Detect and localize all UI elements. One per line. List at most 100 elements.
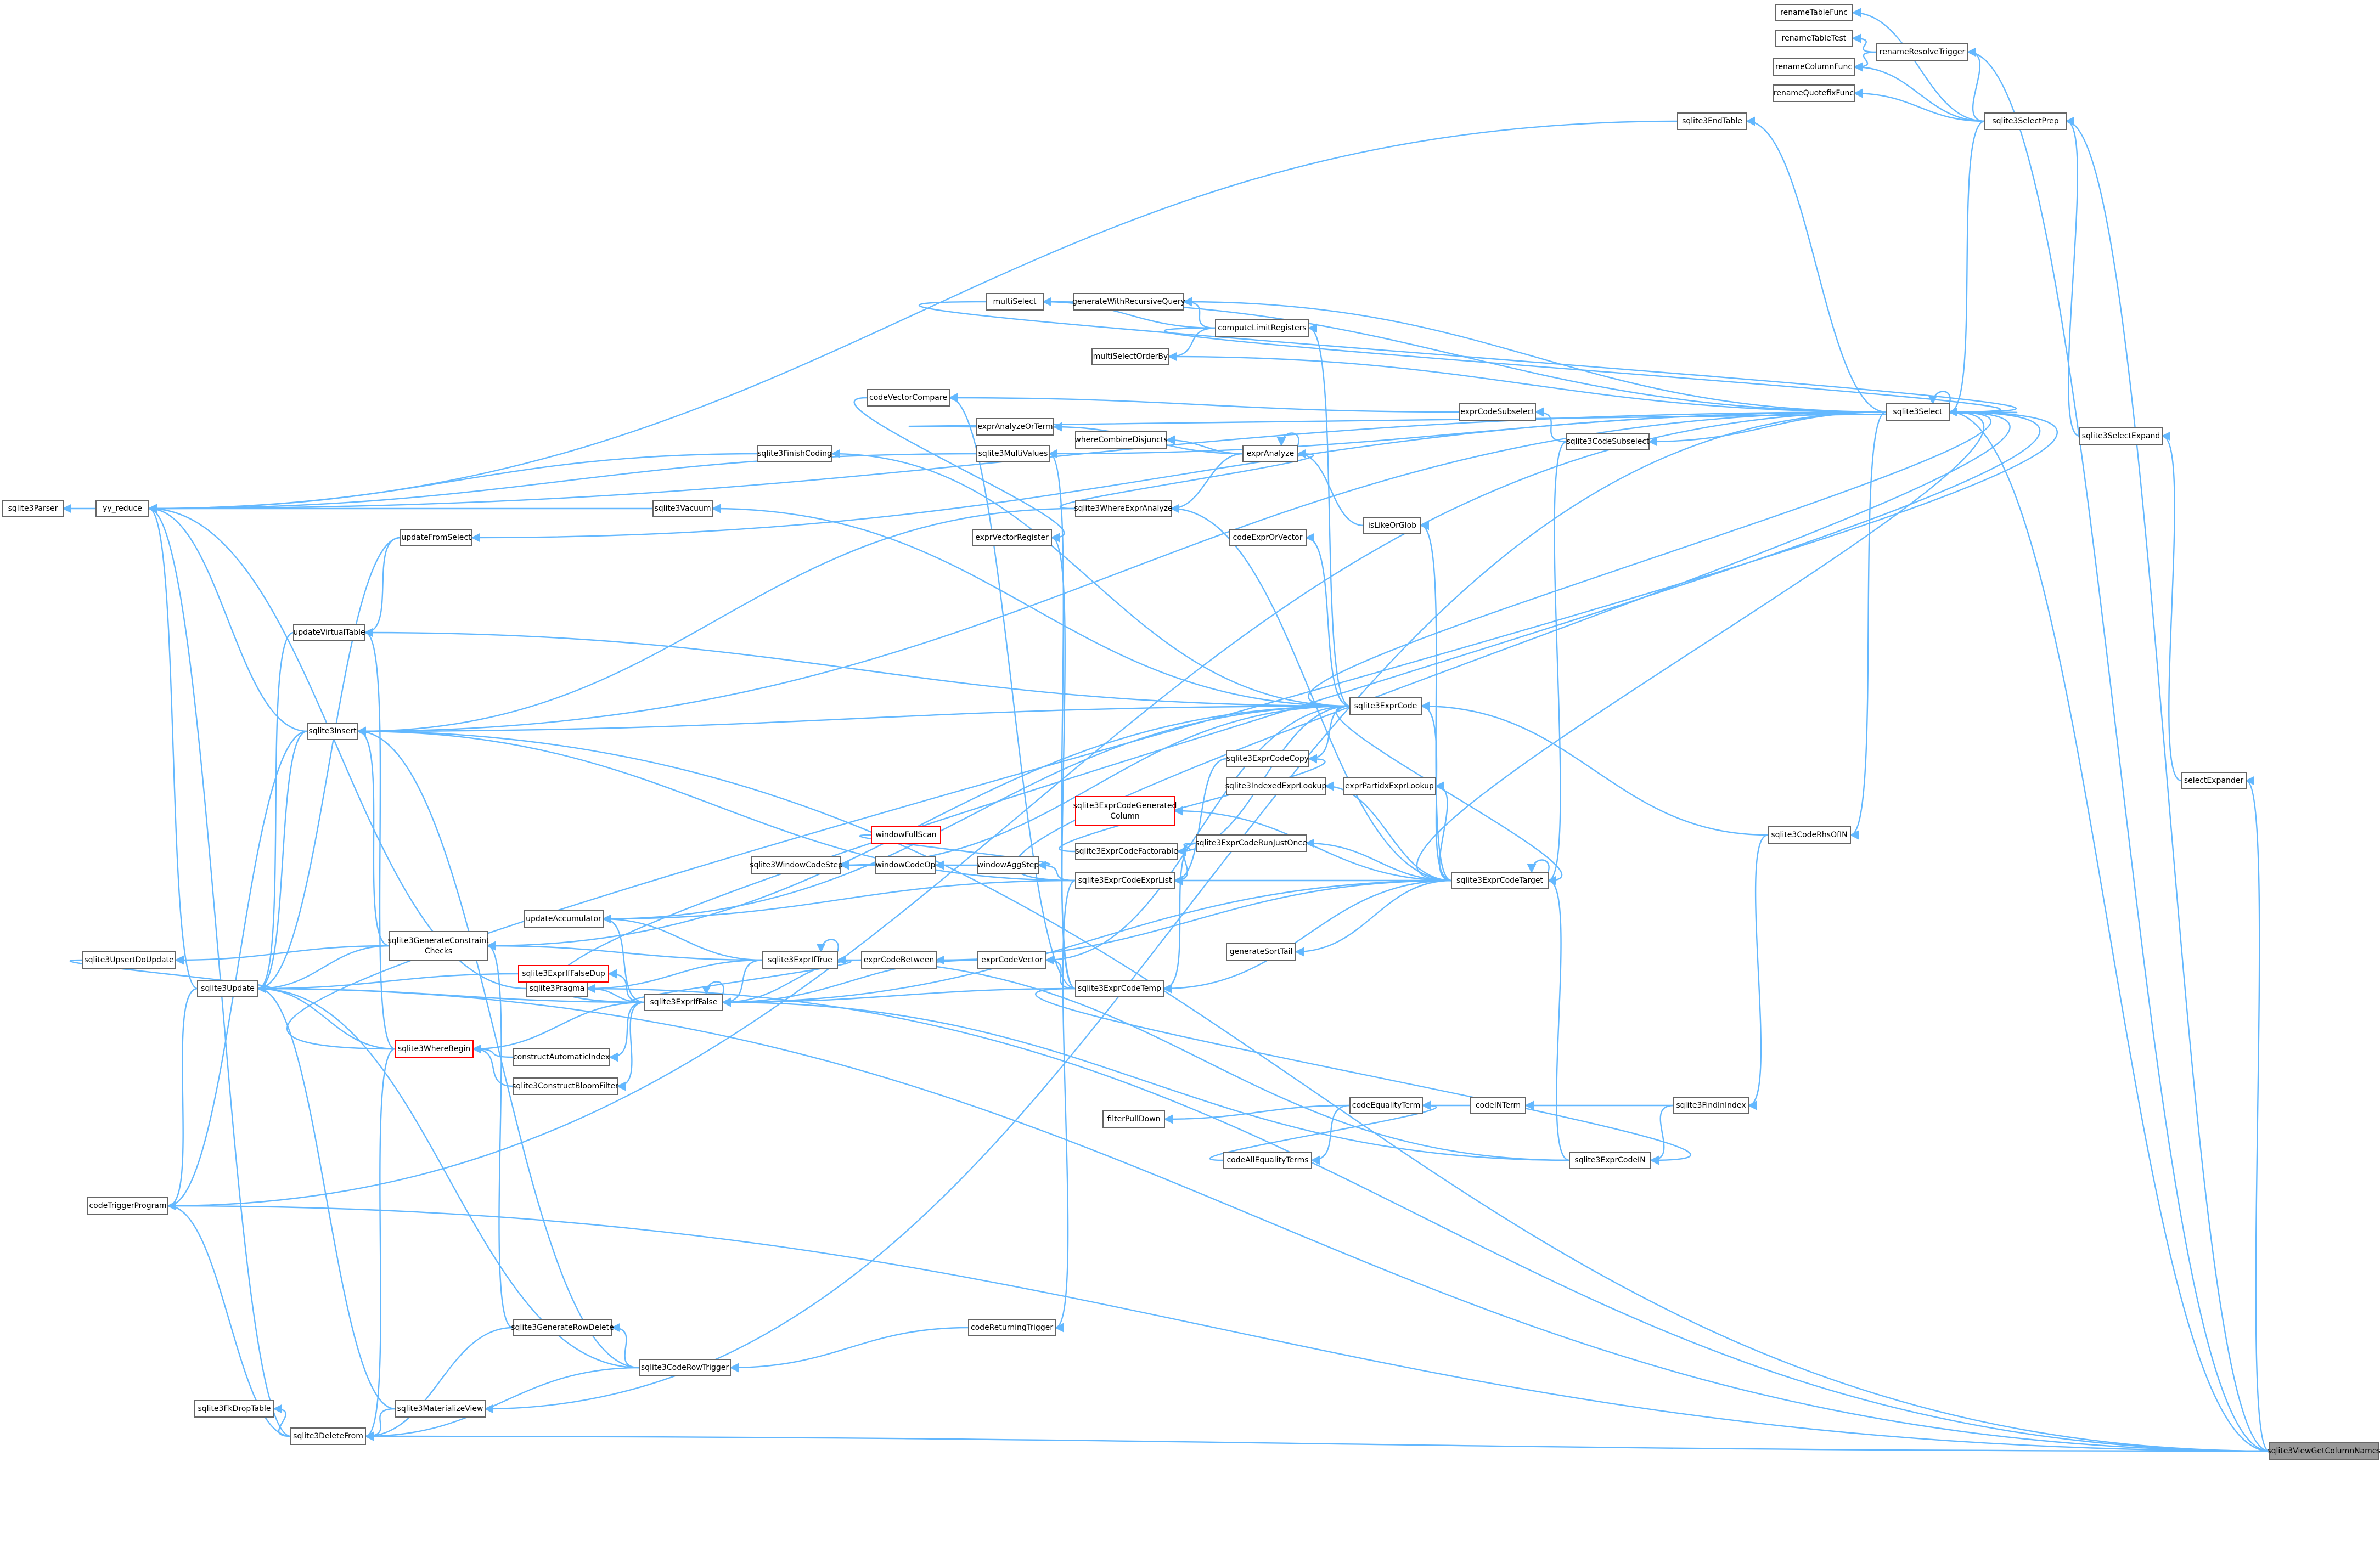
node-label: sqlite3SelectPrep <box>1992 117 2058 126</box>
call-edge <box>586 959 763 994</box>
node-sqlite3ExprIfFalseDup[interactable]: sqlite3ExprIfFalseDup <box>518 965 609 983</box>
node-sqlite3ExprIfFalse[interactable]: sqlite3ExprIfFalse <box>644 994 723 1011</box>
node-filterPullDown[interactable]: filterPullDown <box>1102 1110 1165 1128</box>
node-sqlite3MultiValues[interactable]: sqlite3MultiValues <box>976 445 1050 462</box>
node-label: sqlite3WindowCodeStep <box>750 861 843 870</box>
node-box <box>1876 43 1968 61</box>
node-sqlite3ExprCodeIN[interactable]: sqlite3ExprCodeIN <box>1569 1152 1651 1169</box>
node-codeAllEqualityTerms[interactable]: codeAllEqualityTerms <box>1223 1152 1312 1169</box>
call-edge <box>148 504 198 990</box>
node-sqlite3ExprCodeExprList[interactable]: sqlite3ExprCodeExprList <box>1075 872 1175 889</box>
node-updateFromSelect[interactable]: updateFromSelect <box>400 529 472 546</box>
node-constructAutomaticIndex[interactable]: constructAutomaticIndex <box>513 1048 610 1066</box>
node-sqlite3FindInIndex[interactable]: sqlite3FindInIndex <box>1673 1097 1749 1114</box>
call-edge <box>607 969 645 1003</box>
node-codeVectorCompare[interactable]: codeVectorCompare <box>867 389 950 407</box>
node-exprAnalyze[interactable]: exprAnalyze <box>1242 445 1298 462</box>
node-codeTriggerProgram[interactable]: codeTriggerProgram <box>87 1197 168 1215</box>
node-sqlite3ExprCodeCopy[interactable]: sqlite3ExprCodeCopy <box>1226 750 1309 767</box>
node-exprCodeBetween[interactable]: exprCodeBetween <box>861 951 937 969</box>
node-sqlite3Insert[interactable]: sqlite3Insert <box>307 723 358 740</box>
node-codeExprOrVector[interactable]: codeExprOrVector <box>1229 529 1307 546</box>
node-sqlite3ExprCodeTarget[interactable]: sqlite3ExprCodeTarget <box>1451 872 1549 889</box>
node-sqlite3Pragma[interactable]: sqlite3Pragma <box>526 980 588 997</box>
node-multiSelectOrderBy[interactable]: multiSelectOrderBy <box>1091 348 1169 365</box>
call-edge <box>167 1201 291 1437</box>
node-sqlite3FinishCoding[interactable]: sqlite3FinishCoding <box>757 445 832 462</box>
node-sqlite3IndexedExprLookup[interactable]: sqlite3IndexedExprLookup <box>1225 777 1327 795</box>
call-edge <box>148 453 758 513</box>
node-exprAnalyzeOrTerm[interactable]: exprAnalyzeOrTerm <box>976 418 1054 436</box>
node-label: sqlite3DeleteFrom <box>293 1432 363 1441</box>
node-codeINTerm[interactable]: codeINTerm <box>1470 1097 1526 1114</box>
node-isLikeOrGlob[interactable]: isLikeOrGlob <box>1363 517 1421 534</box>
node-exprCodeVector[interactable]: exprCodeVector <box>977 951 1046 969</box>
call-edge <box>364 1431 2270 1452</box>
node-sqlite3WindowCodeStep[interactable]: sqlite3WindowCodeStep <box>750 856 843 874</box>
node-sqlite3ExprCodeTemp[interactable]: sqlite3ExprCodeTemp <box>1075 980 1164 997</box>
node-label: sqlite3ExprIfTrue <box>768 956 832 964</box>
node-sqlite3GenerateRowDelete[interactable]: sqlite3GenerateRowDelete <box>511 1319 614 1336</box>
node-windowAggStep[interactable]: windowAggStep <box>977 856 1039 874</box>
node-exprPartidxExprLookup[interactable]: exprPartidxExprLookup <box>1343 777 1436 795</box>
node-windowFullScan[interactable]: windowFullScan <box>871 826 941 844</box>
call-edge <box>257 984 2270 1452</box>
call-edge <box>1173 758 1227 885</box>
node-sqlite3SelectPrep[interactable]: sqlite3SelectPrep <box>1984 112 2067 130</box>
node-updateAccumulator[interactable]: updateAccumulator <box>524 910 604 928</box>
node-sqlite3ViewGetColumnNames[interactable]: sqlite3ViewGetColumnNames <box>2267 1442 2380 1460</box>
node-sqlite3ExprIfTrue[interactable]: sqlite3ExprIfTrue <box>762 951 838 969</box>
node-computeLimitRegisters[interactable]: computeLimitRegisters <box>1215 319 1309 337</box>
node-sqlite3CodeRowTrigger[interactable]: sqlite3CodeRowTrigger <box>639 1359 731 1376</box>
node-label: sqlite3Vacuum <box>654 504 711 513</box>
node-sqlite3ExprCodeRunJustOnce[interactable]: sqlite3ExprCodeRunJustOnce <box>1195 834 1307 852</box>
node-sqlite3ExprCodeFactorable[interactable]: sqlite3ExprCodeFactorable <box>1075 843 1178 860</box>
call-edge <box>1853 62 1985 122</box>
node-sqlite3SelectExpand[interactable]: sqlite3SelectExpand <box>2079 427 2163 445</box>
node-sqlite3WhereExprAnalyze[interactable]: sqlite3WhereExprAnalyze <box>1074 500 1173 517</box>
node-whereCombineDisjuncts[interactable]: whereCombineDisjuncts <box>1074 431 1168 449</box>
node-renameTableTest[interactable]: renameTableTest <box>1775 30 1853 47</box>
call-edge <box>1420 521 1452 882</box>
node-exprCodeSubselect[interactable]: exprCodeSubselect <box>1459 403 1536 421</box>
node-renameTableFunc[interactable]: renameTableFunc <box>1775 4 1853 21</box>
node-sqlite3UpsertDoUpdate[interactable]: sqlite3UpsertDoUpdate <box>82 951 176 969</box>
node-sqlite3WhereBegin[interactable]: sqlite3WhereBegin <box>395 1040 474 1058</box>
node-codeReturningTrigger[interactable]: codeReturningTrigger <box>968 1319 1056 1336</box>
node-sqlite3CodeSubselect[interactable]: sqlite3CodeSubselect <box>1566 433 1650 450</box>
node-sqlite3MaterializeView[interactable]: sqlite3MaterializeView <box>395 1400 486 1418</box>
node-sqlite3Vacuum[interactable]: sqlite3Vacuum <box>652 500 713 517</box>
call-edge <box>609 1001 645 1062</box>
node-yy_reduce[interactable]: yy_reduce <box>95 500 149 517</box>
node-box <box>1768 826 1851 844</box>
node-codeEqualityTerm[interactable]: codeEqualityTerm <box>1349 1097 1423 1114</box>
node-generateColumnNames_ph[interactable]: generateSortTail <box>1226 943 1296 961</box>
node-updateVirtualTable[interactable]: updateVirtualTable <box>293 624 365 641</box>
node-sqlite3FkDropTable[interactable]: sqlite3FkDropTable <box>194 1400 274 1418</box>
node-sqlite3ConstructBloomFilter[interactable]: sqlite3ConstructBloomFilter <box>512 1077 618 1095</box>
call-edge <box>1164 327 2001 417</box>
node-sqlite3CodeRhsOfIN[interactable]: sqlite3CodeRhsOfIN <box>1768 826 1851 844</box>
call-edge <box>816 939 839 953</box>
node-windowCodeOp[interactable]: windowCodeOp <box>875 856 936 874</box>
call-edge <box>948 393 1460 413</box>
node-renameResolveTrigger[interactable]: renameResolveTrigger <box>1876 43 1968 61</box>
node-box <box>977 951 1046 969</box>
node-exprVectorRegister[interactable]: exprVectorRegister <box>972 529 1052 546</box>
node-box <box>1075 980 1164 997</box>
node-multiSelect[interactable]: multiSelect <box>986 293 1044 311</box>
node-sqlite3EndTable[interactable]: sqlite3EndTable <box>1677 112 1747 130</box>
call-edge <box>1420 701 1452 882</box>
node-sqlite3Update[interactable]: sqlite3Update <box>197 980 258 997</box>
node-renameQuotefixFunc[interactable]: renameQuotefixFunc <box>1773 84 1855 102</box>
node-box <box>1773 58 1855 76</box>
node-sqlite3DeleteFrom[interactable]: sqlite3DeleteFrom <box>290 1427 366 1445</box>
node-selectExpander[interactable]: selectExpander <box>2181 772 2247 789</box>
node-sqlite3Select[interactable]: sqlite3Select <box>1886 403 1950 421</box>
node-sqlite3ExprCode[interactable]: sqlite3ExprCode <box>1349 697 1422 715</box>
node-sqlite3Parser[interactable]: sqlite3Parser <box>2 500 64 517</box>
node-generateWithRecursiveQuery[interactable]: generateWithRecursiveQuery <box>1072 293 1185 311</box>
node-renameColumnFunc[interactable]: renameColumnFunc <box>1773 58 1855 76</box>
